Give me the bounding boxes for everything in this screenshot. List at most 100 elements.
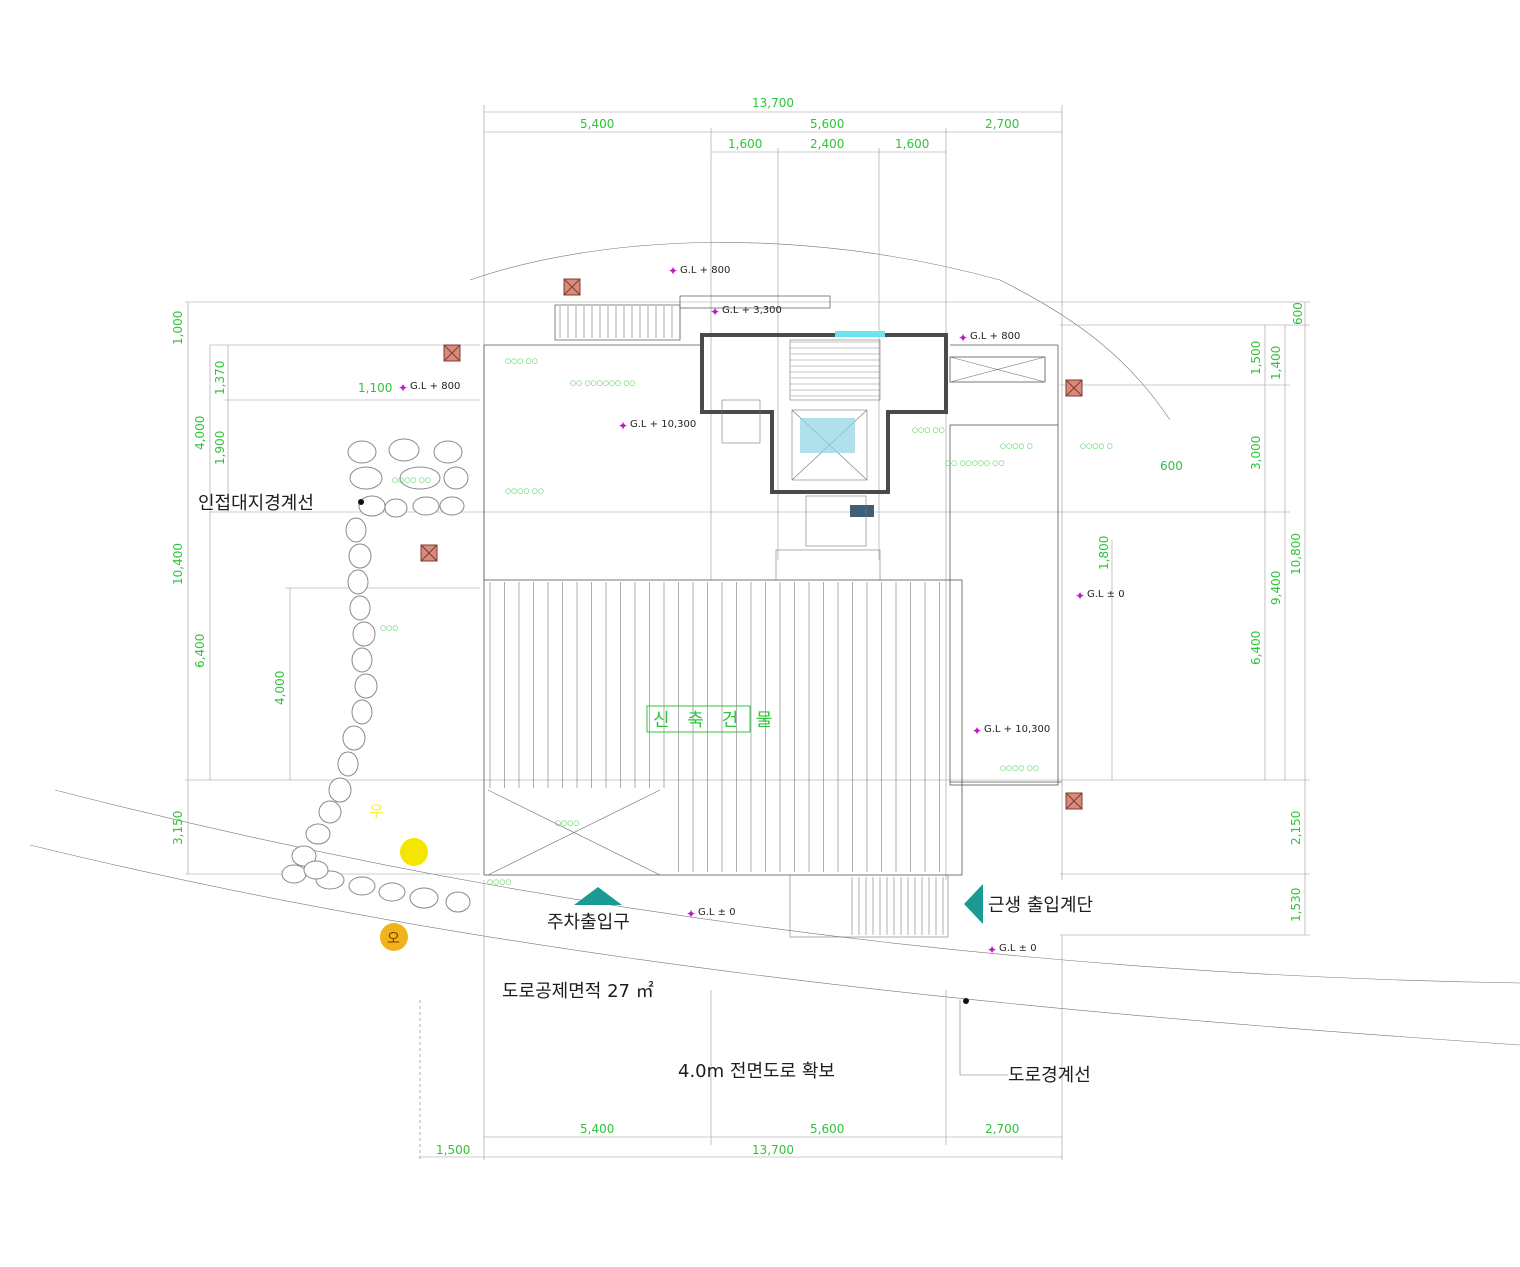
retaining-stone	[348, 543, 372, 569]
svg-text:G.L ± 0: G.L ± 0	[1087, 589, 1125, 600]
svg-text:✦: ✦	[618, 419, 628, 433]
dim-top-sub-2: 2,400	[810, 137, 844, 151]
retaining-stone	[445, 891, 471, 913]
svg-text:○○○ ○○: ○○○ ○○	[505, 357, 538, 365]
svg-text:○○○ ○○: ○○○ ○○	[912, 426, 945, 434]
horizontal-grid	[185, 301, 1310, 936]
level-marker-800-top: ✦ G.L + 800	[668, 264, 730, 278]
dim-left-1: 1,000	[171, 311, 185, 345]
retaining-stone	[347, 440, 377, 464]
svg-text:✦: ✦	[710, 305, 720, 319]
retaining-stone	[388, 438, 420, 462]
dim-top-total: 13,700	[752, 96, 794, 110]
svg-text:○○○: ○○○	[380, 624, 398, 632]
retaining-stone	[328, 777, 352, 803]
dim-small-1: 1,100	[358, 381, 392, 395]
stone-wall	[281, 438, 471, 913]
building-title: 신 축 건 물	[653, 710, 778, 731]
svg-text:○○○○ ○○: ○○○○ ○○	[392, 476, 431, 484]
retaining-stone	[354, 673, 378, 699]
dim-bottom-left-offset: 1,500	[436, 1143, 470, 1157]
dim-right-5: 10,800	[1289, 533, 1303, 575]
yellow-marker-dot	[400, 838, 428, 866]
dim-bottom-seg-3: 2,700	[985, 1122, 1019, 1136]
shop-entrance-stairs-label: 근생 출입계단	[988, 895, 1093, 916]
svg-text:G.L + 800: G.L + 800	[410, 381, 460, 392]
svg-text:○○○○: ○○○○	[487, 878, 511, 886]
retaining-stone	[384, 498, 408, 518]
parking-slats	[489, 582, 940, 872]
small-annotations: ○○○ ○○ ○○ ○○○○○○ ○○ ○○○○ ○○ ○○○○ ○○ ○○○ …	[380, 357, 1113, 886]
retaining-stone	[352, 621, 376, 647]
core-stair	[790, 341, 880, 397]
retaining-stone	[443, 466, 469, 490]
column-marker-cross	[443, 344, 461, 362]
retaining-stone	[351, 647, 373, 673]
retaining-stone	[412, 496, 440, 516]
dim-right-7: 6,400	[1249, 631, 1263, 665]
dim-right-6: 9,400	[1269, 571, 1283, 605]
retaining-stone	[399, 466, 441, 490]
road-lines	[29, 789, 1520, 1160]
dim-right-3: 1,500	[1249, 341, 1263, 375]
svg-text:✦: ✦	[958, 331, 968, 345]
svg-text:○○○○ ○: ○○○○ ○	[1000, 442, 1033, 450]
parking-entrance-arrow-icon	[574, 887, 622, 905]
dim-left-inner-2: 4,000	[193, 416, 207, 450]
level-marker-800-right: ✦ G.L + 800	[958, 331, 1020, 345]
retaining-stone	[351, 699, 373, 725]
dim-small-2: 1,800	[1097, 536, 1111, 570]
entry-stair	[851, 877, 944, 935]
site-boundary-arc	[469, 242, 1171, 421]
leader-dot-adjacent	[358, 499, 364, 505]
landing-outline	[679, 295, 831, 309]
right-dimensions: 600 1,400 1,500 3,000 10,800 9,400 6,400…	[358, 302, 1306, 935]
svg-text:✦: ✦	[668, 264, 678, 278]
dim-top-seg-3: 2,700	[985, 117, 1019, 131]
dim-left-inner-4: 6,400	[193, 634, 207, 668]
svg-text:○○○○: ○○○○	[555, 819, 579, 827]
column-marker-cross	[563, 278, 581, 296]
faint-marker-u: 우	[369, 802, 384, 821]
dim-top-seg-2: 5,600	[810, 117, 844, 131]
column-marker-cross	[420, 544, 438, 562]
top-stair	[554, 295, 831, 341]
dim-right-2: 1,400	[1269, 346, 1283, 380]
dim-top-sub-1: 1,600	[728, 137, 762, 151]
dim-top-seg-1: 5,400	[580, 117, 614, 131]
level-marker-800-left: ✦ G.L + 800	[398, 381, 460, 395]
dim-top-sub-3: 1,600	[895, 137, 929, 151]
svg-text:✦: ✦	[686, 907, 696, 921]
retaining-stone	[378, 882, 406, 902]
svg-text:G.L + 800: G.L + 800	[970, 331, 1020, 342]
retaining-stone	[291, 845, 317, 867]
left-dimensions: 1,000 10,400 3,150 1,370 4,000 1,900 6,4…	[171, 302, 291, 874]
dim-bottom-seg-2: 5,600	[810, 1122, 844, 1136]
svg-text:G.L + 800: G.L + 800	[680, 265, 730, 276]
building-outline	[483, 344, 1062, 876]
level-marker-10300-right: ✦ G.L + 10,300	[972, 724, 1050, 738]
retaining-stone	[347, 569, 369, 595]
retaining-stone	[281, 864, 307, 884]
dim-right-1: 600	[1291, 302, 1305, 325]
retaining-stone	[439, 496, 465, 516]
dim-right-9: 1,530	[1289, 888, 1303, 922]
svg-text:G.L + 3,300: G.L + 3,300	[722, 305, 782, 316]
orange-marker-o	[380, 923, 408, 951]
dim-bottom-seg-1: 5,400	[580, 1122, 614, 1136]
dim-left-2: 10,400	[171, 543, 185, 585]
svg-text:○○○○ ○: ○○○○ ○	[1080, 442, 1113, 450]
dim-left-3: 3,150	[171, 811, 185, 845]
top-dimensions: 13,700 5,400 5,600 2,700 1,600 2,400 1,6…	[483, 96, 1063, 880]
retaining-stone	[348, 876, 376, 896]
stair-outline	[554, 304, 681, 341]
svg-text:✦: ✦	[398, 381, 408, 395]
bottom-dimensions: 5,400 5,600 2,700 1,500 13,700	[420, 880, 1063, 1160]
column-marker-cross	[1065, 792, 1083, 810]
svg-text:G.L + 10,300: G.L + 10,300	[630, 419, 696, 430]
retaining-stone	[358, 495, 386, 517]
svg-text:G.L ± 0: G.L ± 0	[999, 943, 1037, 954]
dim-right-4: 3,000	[1249, 436, 1263, 470]
retaining-stone	[349, 466, 383, 490]
